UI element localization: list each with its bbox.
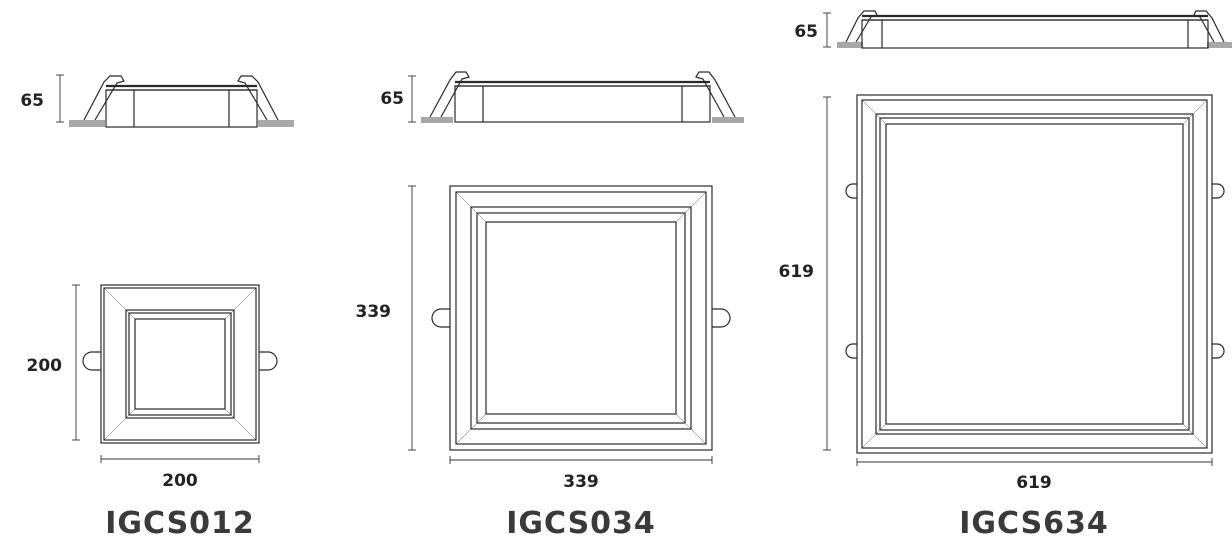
width-label: 200 [162,471,198,491]
spring-tab-right [259,351,278,371]
housing [105,89,258,128]
side-view-igcs034: 65 [380,71,744,123]
model-name: IGCS034 [506,506,656,539]
depth-label: 619 [779,262,815,282]
product-igcs012: 65 200 [20,74,294,539]
top-view-igcs012: 200 200 [27,284,278,491]
outer-frame [100,284,260,444]
width-label: 339 [563,472,599,492]
housing [861,19,1209,49]
spring-tab-left [431,308,450,328]
spring-tab-right-upper [1212,183,1225,199]
depth-label: 339 [356,302,392,322]
spring-clip-left [429,71,470,118]
spring-tab-left-lower [845,343,857,359]
outer-frame [449,185,713,451]
spring-tab-left [82,351,101,371]
housing [454,85,711,123]
spring-tab-right [712,308,731,328]
spring-tab-left-upper [845,183,857,199]
ceiling-left [421,117,453,123]
diffuser [134,318,226,410]
top-view-igcs034: 339 339 [356,185,731,492]
spring-clip-right [237,75,279,121]
model-name: IGCS634 [959,506,1109,539]
spring-clip-left [83,75,125,121]
height-label: 65 [380,89,404,109]
height-label: 65 [794,22,818,42]
product-igcs034: 65 339 [356,71,744,539]
spring-tab-right-lower [1212,343,1225,359]
ceiling-right [1207,42,1232,48]
depth-label: 200 [27,356,63,376]
diffuser [885,123,1184,425]
width-label: 619 [1016,473,1052,493]
ceiling-right [258,120,294,127]
side-view-igcs634: 65 [794,10,1232,49]
top-view-igcs634: 619 619 [779,94,1225,493]
outer-frame [856,94,1213,454]
product-igcs634: 65 619 [779,10,1232,539]
height-label: 65 [20,91,44,111]
ceiling-left [69,120,105,127]
model-name: IGCS012 [105,506,255,539]
side-view-igcs012: 65 [20,74,294,128]
spring-clip-right [695,71,736,118]
ceiling-left [837,42,863,48]
ceiling-right [712,117,744,123]
diffuser [485,221,677,415]
